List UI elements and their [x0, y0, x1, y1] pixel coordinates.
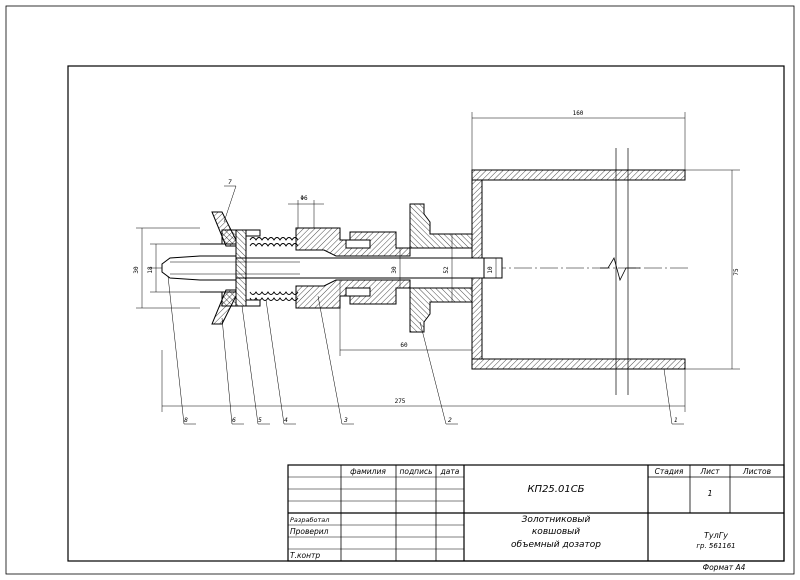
leader-4: 4 [284, 417, 288, 424]
row-developed: Разработал [290, 516, 329, 524]
spool-shaft [231, 257, 503, 279]
leader-1: 1 [674, 417, 678, 424]
leader-2: 2 [448, 417, 452, 424]
col-stage-header: Стадия [655, 467, 684, 476]
leader-8: 8 [184, 417, 188, 424]
dim-18: 18 [147, 266, 154, 274]
dim-60: 60 [400, 342, 408, 349]
part-3-sleeve [295, 227, 411, 309]
org-line-2: гр. 561161 [696, 542, 735, 550]
col-surname-header: фамилия [350, 467, 386, 476]
part-1-housing [471, 148, 686, 395]
dim-75: 75 [733, 268, 740, 276]
title-line-2: ковшовый [532, 527, 580, 537]
dim-275: 275 [395, 398, 406, 405]
dim-30-mid: 30 [391, 266, 398, 274]
outer-border [5, 5, 795, 575]
part-8-nozzle [161, 255, 237, 281]
assembly-drawing [136, 112, 740, 425]
format-label: Формат А4 [703, 563, 746, 572]
designation-code: КП25.01СБ [527, 484, 584, 495]
col-sheets-header: Листов [742, 467, 771, 476]
title-line-3: объемный дозатор [511, 540, 601, 550]
col-sheet-header: Лист [699, 467, 720, 476]
leader-6: 6 [232, 417, 236, 424]
dim-phi6: Φ6 [300, 195, 308, 202]
leader-7: 7 [228, 179, 232, 186]
sheet-number: 1 [707, 489, 712, 498]
part-7-nut [221, 229, 237, 307]
leader-3: 3 [344, 417, 348, 424]
title-block [287, 464, 785, 562]
col-date-header: дата [440, 467, 460, 476]
dim-160: 160 [573, 110, 584, 117]
title-line-1: Золотниковый [522, 515, 591, 525]
row-tcontrol: Т.контр [290, 551, 320, 560]
dimension-lines [136, 112, 740, 412]
dim-52: 52 [443, 266, 450, 274]
row-checked: Проверил [290, 527, 329, 536]
dim-30-left: 30 [133, 266, 140, 274]
col-signature-header: подпись [400, 467, 433, 476]
part-2-flange [409, 203, 473, 333]
dim-10: 10 [487, 266, 494, 274]
leader-5: 5 [258, 417, 262, 424]
leader-lines [167, 185, 684, 425]
org-line-1: ТулГу [704, 531, 728, 540]
